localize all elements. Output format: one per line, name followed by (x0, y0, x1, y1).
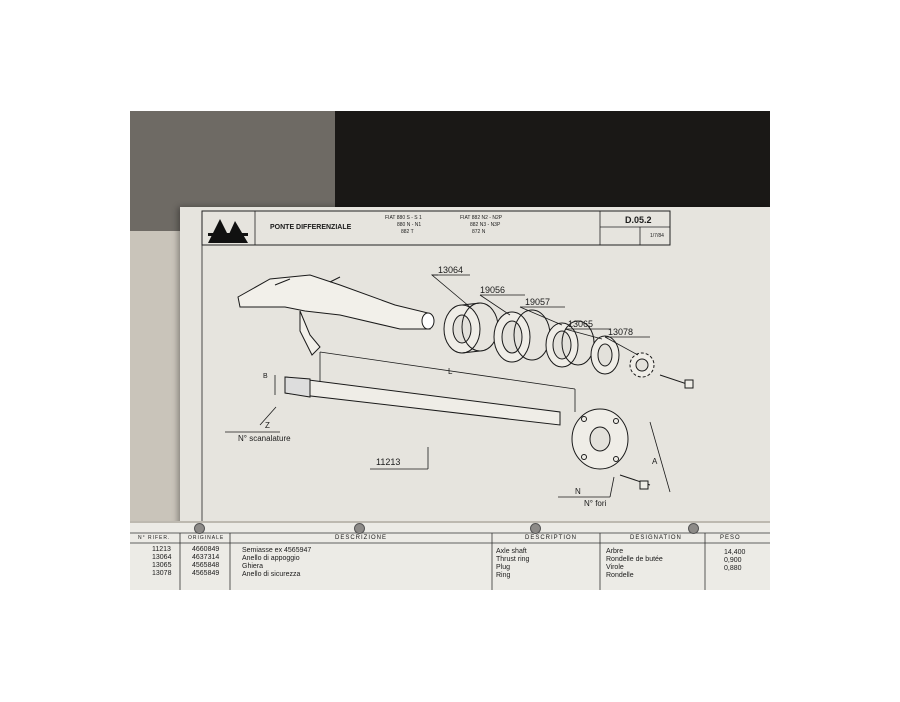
label-13078: 13078 (608, 327, 634, 337)
holes-label: N° fori (584, 499, 607, 508)
cell-descrizione: Anello di appoggio (242, 555, 300, 562)
sheet-code: D.05.2 (625, 215, 652, 225)
splines-label: N° scanalature (238, 434, 291, 443)
cell-descrizione: Ghiera (242, 563, 264, 570)
cell-peso: 0,880 (724, 565, 742, 572)
cell-peso: 14,400 (724, 549, 746, 556)
dim-label-l: L (448, 367, 453, 376)
label-19056: 19056 (480, 285, 506, 295)
cell-description: Thrust ring (496, 556, 530, 563)
col-header-description: DESCRIPTION (525, 535, 578, 541)
binder-rivet (530, 523, 541, 534)
cell-designation: Arbre (606, 548, 624, 555)
dimension-lines (225, 351, 671, 498)
models-left-2: 880 N - N1 (397, 222, 422, 228)
col-header-original: ORIGINALE (188, 535, 225, 541)
sheet-title: PONTE DIFFERENZIALE (270, 224, 352, 231)
cell-description: Ring (496, 572, 511, 579)
binder-rivet (688, 523, 699, 534)
manual-photo: PONTE DIFFERENZIALE FIAT 880 S - S 1 880… (130, 111, 770, 590)
label-13065: 13065 (568, 319, 594, 329)
exploded-view-drawing (225, 274, 694, 498)
cell-descrizione: Semiasse ex 4565947 (242, 547, 312, 554)
col-header-rif: N° RIFER. (138, 535, 171, 541)
binder-rivet (354, 523, 365, 534)
table-grid (130, 532, 770, 590)
part-11213-axle-shaft (284, 376, 651, 490)
axle-housing (237, 274, 435, 356)
binder-rivet (194, 523, 205, 534)
label-11213: 11213 (376, 457, 401, 467)
page-frame (201, 210, 671, 537)
part-13064-thrust-ring (443, 302, 499, 354)
cell-peso: 0,900 (724, 557, 742, 564)
cell-rif: 11213 (152, 546, 171, 553)
cell-original: 4565848 (192, 562, 220, 569)
cell-designation: Rondelle de butée (606, 556, 663, 563)
cell-rif: 13078 (152, 570, 172, 577)
dim-label-z: Z (265, 421, 270, 430)
cell-descrizione: Anello di sicurezza (242, 571, 301, 578)
label-13064: 13064 (438, 265, 464, 275)
parts-table: N° RIFER. ORIGINALE DESCRIZIONE DESCRIPT… (130, 521, 770, 590)
models-right-2: 882 N3 - N3P (470, 222, 501, 228)
label-19057: 19057 (525, 297, 551, 307)
models-left-3: 882 T (401, 229, 414, 235)
models-left-1: FIAT 880 S - S 1 (385, 215, 422, 221)
models-right-3: 872 N (472, 229, 486, 235)
sheet-date: 1/7/84 (650, 233, 664, 239)
cell-description: Plug (496, 564, 511, 571)
cell-rif: 13064 (152, 554, 172, 561)
part-19056-bearing (493, 309, 551, 363)
cell-designation: Virole (606, 564, 624, 571)
dim-label-n: N (575, 487, 581, 496)
col-header-peso: PESO (720, 535, 741, 541)
cell-original: 4660849 (192, 546, 220, 553)
leader-lines (430, 274, 650, 356)
col-header-designation: DESIGNATION (630, 535, 682, 541)
cell-rif: 13065 (152, 562, 172, 569)
company-logo (208, 219, 248, 243)
models-right-1: FIAT 882 N2 - N2P (460, 215, 503, 221)
cell-designation: Rondelle (606, 572, 634, 579)
dim-label-b: B (263, 373, 268, 380)
part-19057-bearing (545, 320, 595, 368)
col-header-descrizione: DESCRIZIONE (335, 535, 388, 541)
cell-original: 4637314 (192, 554, 220, 561)
cell-original: 4565849 (192, 570, 220, 577)
cell-description: Axle shaft (496, 548, 527, 555)
part-13065-plug (590, 335, 620, 375)
part-13078-ring (629, 352, 694, 389)
dim-label-a: A (652, 457, 658, 466)
